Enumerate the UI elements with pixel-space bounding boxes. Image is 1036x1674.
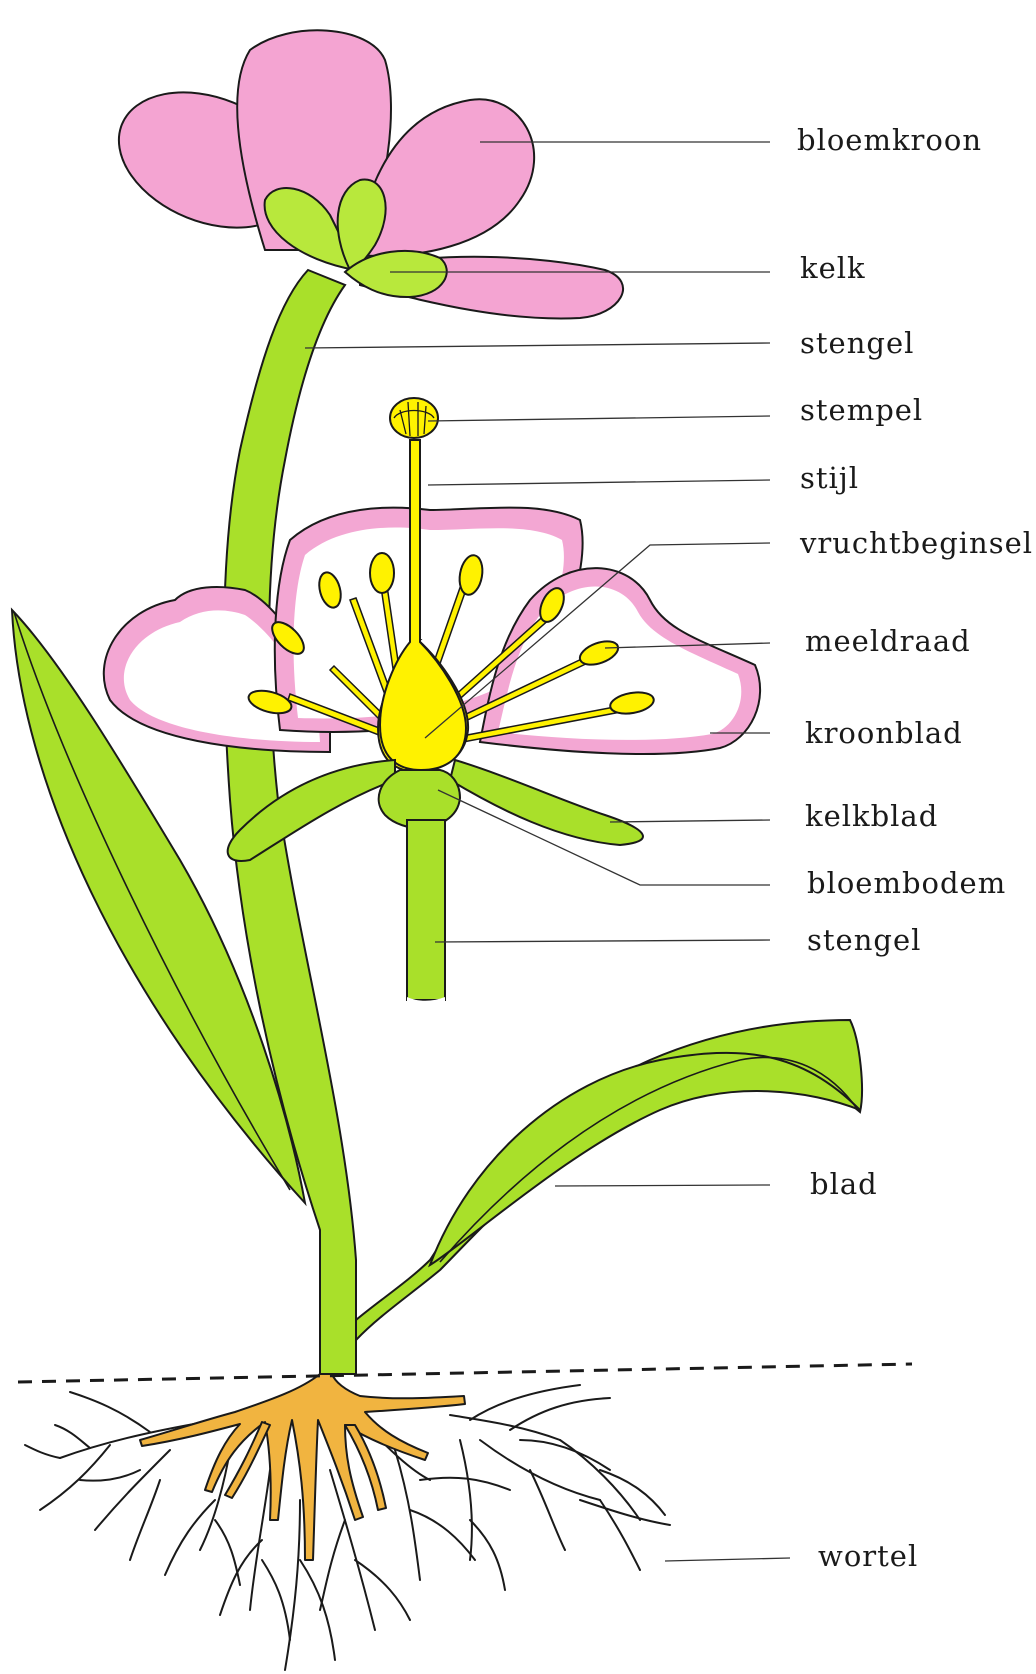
label-stengel-top: stengel bbox=[800, 326, 914, 360]
section-stem bbox=[407, 820, 445, 1000]
label-stengel-bottom: stengel bbox=[807, 923, 921, 957]
roots bbox=[25, 1374, 670, 1670]
labels: bloemkroon kelk stengel stempel stijl vr… bbox=[797, 123, 1033, 1573]
right-leaf bbox=[356, 1020, 862, 1340]
label-kelk: kelk bbox=[800, 251, 866, 285]
label-vruchtbeginsel: vruchtbeginsel bbox=[799, 526, 1033, 560]
top-flower bbox=[99, 30, 623, 318]
ground-line bbox=[18, 1364, 912, 1382]
label-kelkblad: kelkblad bbox=[805, 799, 938, 833]
label-stempel: stempel bbox=[800, 393, 923, 427]
label-bloemkroon: bloemkroon bbox=[797, 123, 982, 157]
label-kroonblad: kroonblad bbox=[805, 716, 963, 750]
label-blad: blad bbox=[810, 1167, 878, 1201]
label-wortel: wortel bbox=[818, 1539, 918, 1573]
label-bloembodem: bloembodem bbox=[807, 866, 1006, 900]
label-stijl: stijl bbox=[800, 461, 859, 495]
label-meeldraad: meeldraad bbox=[805, 624, 971, 658]
stigma bbox=[390, 398, 438, 438]
sepal-right-section bbox=[450, 760, 643, 845]
leader-lines bbox=[305, 142, 790, 1561]
